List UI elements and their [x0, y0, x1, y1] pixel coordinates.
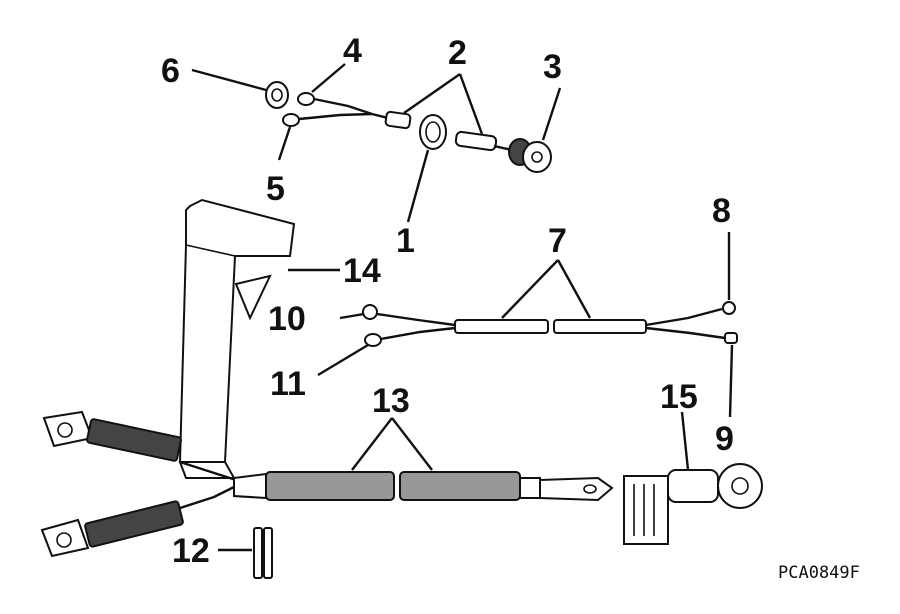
leader-11: [317, 343, 369, 377]
battery-cable-upper: [42, 410, 237, 482]
callout-5: 5: [266, 170, 285, 208]
solenoid-label-tag: [623, 475, 669, 545]
part-2-connector-left: [371, 110, 412, 130]
leader-10: [339, 312, 365, 320]
leader-13a: [351, 417, 393, 471]
part-8-terminal: [722, 301, 736, 315]
leader-5: [277, 126, 292, 161]
battery-cable-lower: [40, 484, 237, 558]
part-3-switch: [493, 138, 552, 173]
leader-1: [406, 149, 430, 223]
callout-11: 11: [270, 365, 306, 403]
part-11-terminal: [364, 326, 456, 347]
leader-13b: [391, 417, 433, 471]
leader-15: [680, 411, 690, 471]
part-5-wire-lead: [282, 112, 373, 127]
part-14-bracket: [178, 198, 296, 479]
part-10-terminal: [362, 304, 456, 327]
leader-2a: [403, 73, 461, 114]
callout-9: 9: [715, 420, 734, 458]
part-13-cable: [233, 471, 614, 502]
callout-2: 2: [448, 34, 467, 72]
leader-9: [728, 344, 734, 418]
figure-code: PCA0849F: [778, 563, 860, 583]
part-7-harness: [454, 307, 726, 340]
part-6-nut: [265, 81, 289, 109]
callout-10: 10: [268, 300, 306, 338]
leader-6: [191, 68, 267, 92]
leader-3: [541, 87, 562, 141]
leader-7a: [501, 259, 559, 319]
part-9-terminal: [724, 332, 738, 344]
part-12-boot: [253, 527, 273, 579]
callout-15: 15: [660, 378, 698, 416]
callout-1: 1: [396, 222, 415, 260]
part-2-connector-right: [454, 130, 498, 152]
part-1-grommet: [419, 114, 447, 150]
callout-8: 8: [712, 192, 731, 230]
callout-13: 13: [372, 382, 410, 420]
callout-7: 7: [548, 222, 567, 260]
part-4-wire-lead: [297, 92, 373, 116]
callout-14: 14: [343, 252, 381, 290]
part-15-cable-terminal: [667, 463, 763, 509]
callout-3: 3: [543, 48, 562, 86]
callout-6: 6: [161, 52, 180, 90]
callout-4: 4: [343, 32, 362, 70]
callout-12: 12: [172, 532, 210, 570]
leader-2b: [458, 73, 484, 135]
leader-7b: [556, 259, 592, 319]
leader-4: [311, 63, 346, 93]
